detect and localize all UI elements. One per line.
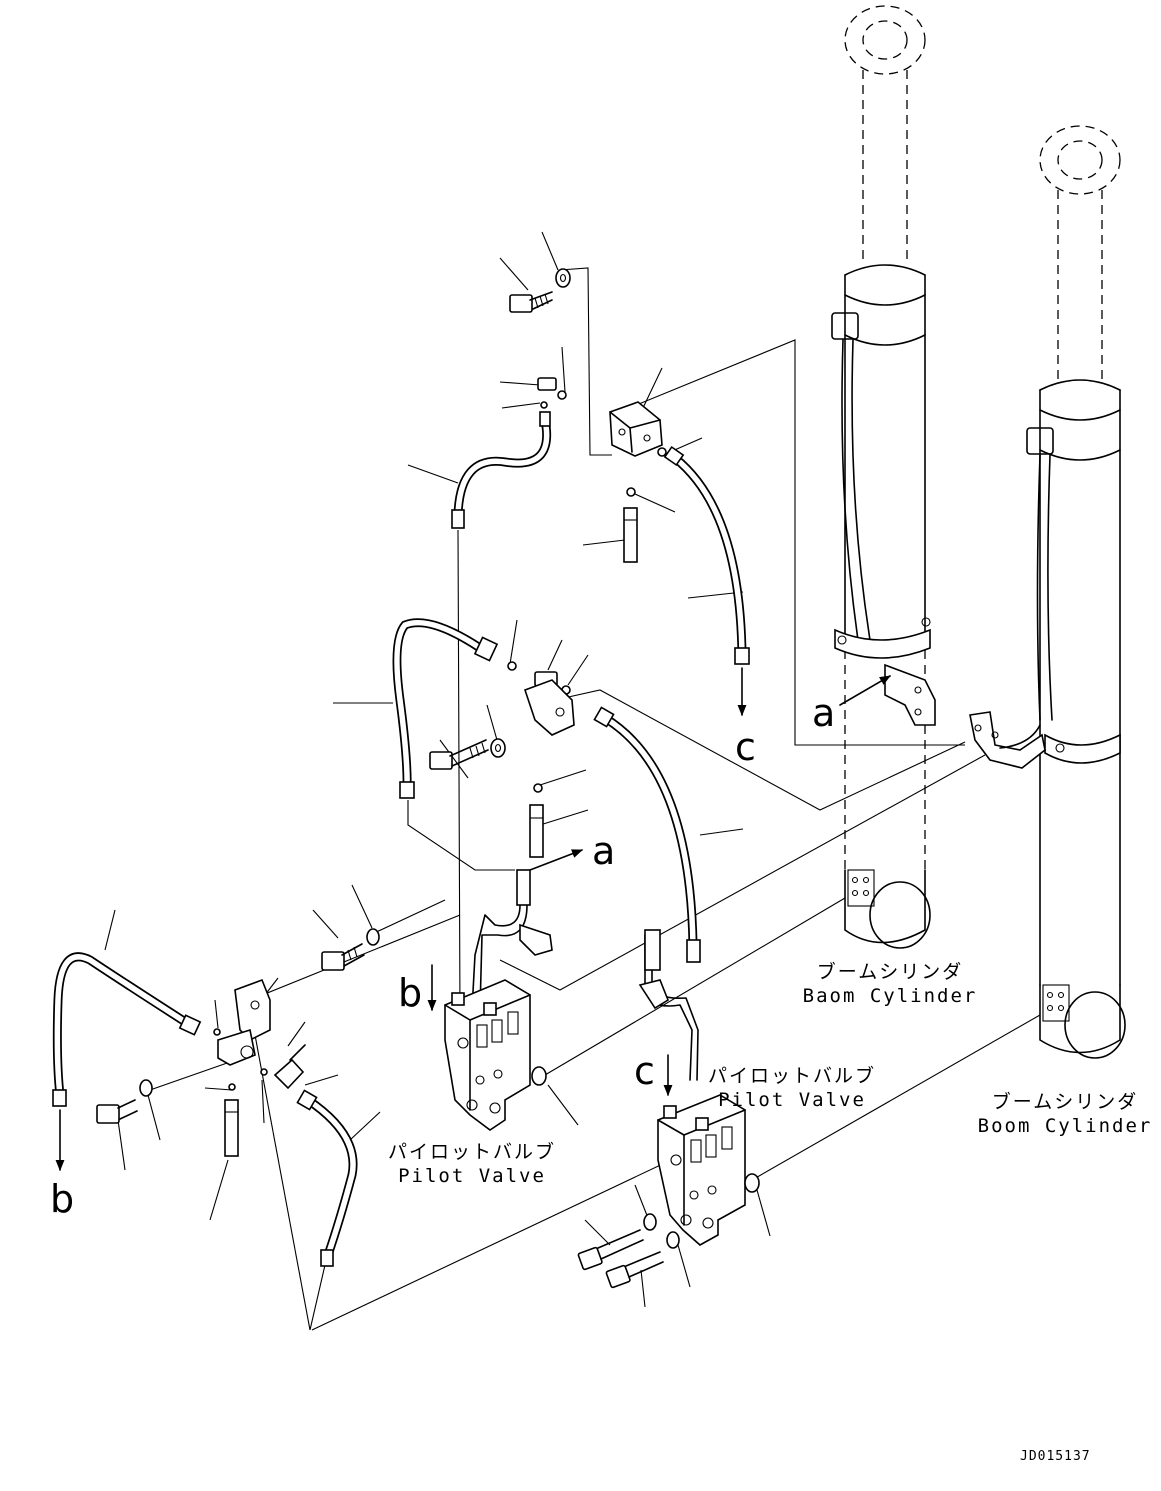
pilot-valve-right xyxy=(657,1094,760,1246)
pilot-valve-left xyxy=(444,979,547,1131)
label-boom-cylinder-lower-jp: ブームシリンダ xyxy=(991,1091,1139,1113)
valve-mount-bolts xyxy=(577,1213,680,1289)
hoses xyxy=(52,411,750,1267)
label-boom-cylinder-upper-jp: ブームシリンダ xyxy=(816,961,964,983)
ref-b-left: b xyxy=(50,1177,75,1221)
label-pilot-valve-right: パイロットバルブ Pilot Valve xyxy=(692,1064,892,1112)
boom-cylinder-lower xyxy=(969,125,1126,1059)
ref-a-center: a xyxy=(592,829,616,873)
label-pilot-valve-left-jp: パイロットバルブ xyxy=(387,1141,556,1163)
middle-bracket xyxy=(429,661,575,858)
bolt-top xyxy=(509,268,571,313)
ref-b-valve: b xyxy=(398,971,423,1015)
lower-left-bracket xyxy=(96,978,306,1157)
assembly-guide-lines xyxy=(149,267,1041,1331)
ref-a-cylinder: a xyxy=(812,691,836,735)
reference-arrows xyxy=(55,667,891,1172)
label-pilot-valve-left-en: Pilot Valve xyxy=(398,1165,546,1187)
label-boom-cylinder-lower: ブームシリンダ Boom Cylinder xyxy=(975,1090,1155,1138)
boom-cylinder-upper xyxy=(831,5,936,949)
label-pilot-valve-right-en: Pilot Valve xyxy=(718,1089,866,1111)
leader-lines xyxy=(104,231,771,1308)
bolt-mid-left xyxy=(321,928,380,971)
label-pilot-valve-right-jp: パイロットバルブ xyxy=(707,1065,876,1087)
label-boom-cylinder-lower-en: Boom Cylinder xyxy=(977,1115,1153,1137)
top-fittings xyxy=(537,377,667,497)
label-pilot-valve-left: パイロットバルブ Pilot Valve xyxy=(372,1140,572,1188)
label-boom-cylinder-upper: ブームシリンダ Baom Cylinder xyxy=(790,960,990,1008)
top-bracket xyxy=(609,401,663,563)
ref-c-hose: c xyxy=(735,725,756,769)
ref-c-valve: c xyxy=(634,1049,655,1093)
pipes xyxy=(471,869,699,1081)
label-boom-cylinder-upper-en: Baom Cylinder xyxy=(802,985,978,1007)
drawing-code: JD015137 xyxy=(1020,1449,1091,1464)
